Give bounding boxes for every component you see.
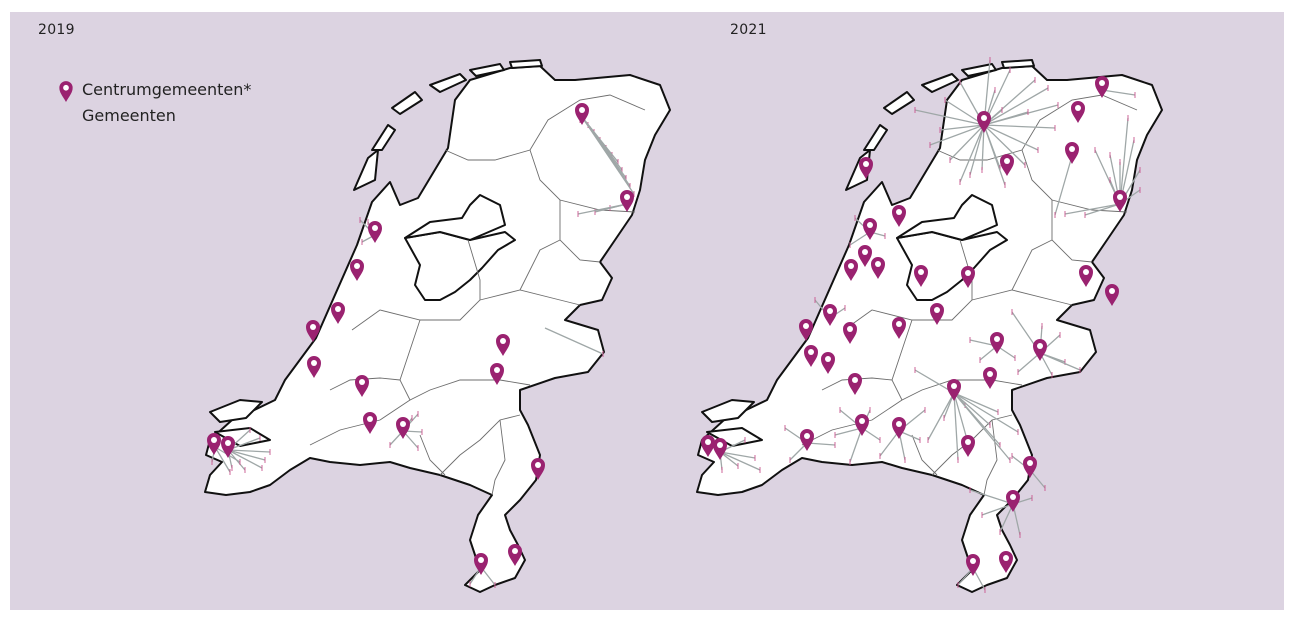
- connection-line: [949, 124, 985, 161]
- connection-line: [1101, 89, 1136, 96]
- connection-line: [953, 392, 1019, 433]
- connection-line: [929, 124, 985, 146]
- legend-item-centrumgemeenten: Centrumgemeenten*: [52, 76, 251, 102]
- connection-line: [1039, 352, 1081, 371]
- connection-line: [983, 111, 1029, 126]
- centrumgemeente-pin-icon: [1006, 490, 1020, 512]
- connection-line: [983, 124, 1006, 186]
- connection-line: [1054, 155, 1073, 216]
- legend: Centrumgemeenten* Gemeenten: [52, 76, 251, 128]
- legend-label: Gemeenten: [82, 105, 176, 125]
- connection-line: [983, 124, 1026, 166]
- connection-line: [719, 451, 761, 471]
- connection-line: [959, 124, 985, 183]
- connection-line: [939, 124, 985, 131]
- connection-line: [227, 449, 271, 453]
- legend-item-gemeenten: Gemeenten: [52, 102, 251, 128]
- connection-line: [953, 392, 959, 461]
- connection-line: [914, 109, 985, 126]
- connection-line: [999, 503, 1014, 533]
- connection-line: [227, 449, 266, 461]
- legend-label: Centrumgemeenten*: [82, 79, 252, 99]
- connection-line: [849, 427, 863, 463]
- connection-line: [719, 451, 756, 459]
- connection-line: [981, 503, 1014, 516]
- netherlands-map-2021: [696, 59, 1163, 593]
- connection-line: [214, 446, 231, 473]
- connection-line: [227, 449, 263, 469]
- centrumgemeente-pin-icon: [1105, 284, 1119, 306]
- connection-line: [1064, 203, 1121, 215]
- connection-line: [581, 116, 635, 195]
- connection-line: [577, 203, 628, 215]
- connection-line: [953, 392, 991, 426]
- year-label-2019: 2019: [38, 22, 75, 38]
- connections-2019: [211, 116, 635, 588]
- connection-line: [953, 392, 1011, 461]
- connection-line: [834, 427, 863, 436]
- connection-line: [983, 124, 1056, 129]
- connection-line: [1017, 352, 1041, 373]
- map-2021: [696, 57, 1163, 593]
- connection-line: [969, 489, 1014, 505]
- connection-line: [1119, 117, 1129, 205]
- connection-line: [983, 124, 1039, 151]
- connection-line: [969, 124, 985, 176]
- connection-line: [1084, 203, 1121, 216]
- connection-line: [879, 430, 900, 457]
- connection-line: [981, 124, 985, 171]
- connection-line: [983, 87, 1049, 126]
- connection-line: [927, 392, 955, 441]
- connection-line: [953, 392, 999, 413]
- connection-line: [544, 327, 604, 355]
- year-label-2021: 2021: [730, 22, 767, 38]
- map-2019: [204, 59, 671, 593]
